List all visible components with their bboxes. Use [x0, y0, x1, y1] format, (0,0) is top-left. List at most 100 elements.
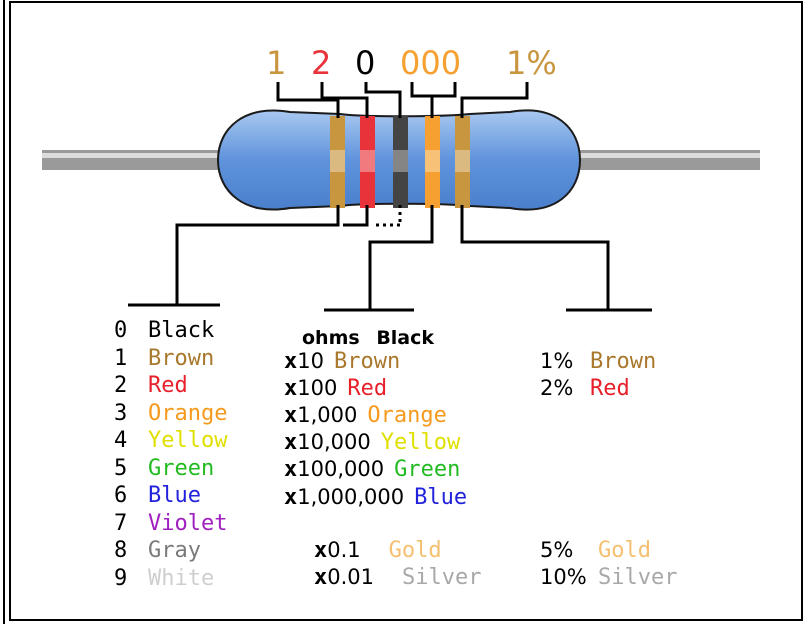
digit-color-name: Blue — [148, 483, 201, 508]
digit-color-name: White — [148, 565, 215, 591]
multiplier-value: 0.1 — [327, 538, 361, 562]
multiplier-color-name: Silver — [402, 565, 482, 590]
digit-number: 5 — [114, 455, 128, 481]
code-multiplier: 000 — [400, 46, 461, 80]
color-band-highlight — [425, 150, 440, 172]
tolerance-color-name: Brown — [590, 349, 657, 374]
digit-color-name: Gray — [148, 538, 201, 563]
digit-number: 7 — [114, 510, 128, 536]
tolerance-row: 10%Silver — [540, 564, 677, 591]
code-digit-3: 0 — [355, 46, 375, 80]
digit-number: 9 — [114, 565, 128, 591]
code-text: 000 — [400, 44, 462, 82]
digit-number: 2 — [114, 373, 128, 398]
code-text: 2 — [311, 44, 332, 82]
multiplier-row: x0.01 Silver — [314, 564, 482, 591]
digit-number: 6 — [114, 483, 128, 508]
digit-color-name: Violet — [148, 510, 228, 536]
times-symbol: x — [284, 376, 298, 401]
digit-color-name: Brown — [148, 345, 215, 371]
color-band-highlight — [330, 150, 345, 172]
digit-row: 6 Blue — [114, 483, 201, 509]
times-symbol: x — [284, 349, 298, 374]
digit-color-name: Green — [148, 455, 215, 481]
multiplier-color-name: Red — [347, 376, 388, 401]
digit-color-name: Yellow — [148, 428, 228, 453]
color-bands — [330, 116, 470, 208]
digit-number: 0 — [114, 318, 128, 343]
tolerance-color-name: Red — [590, 376, 630, 401]
code-text: 1 — [266, 44, 287, 82]
digit-color-name: Orange — [148, 400, 228, 426]
digit-row: 5 Green — [114, 456, 214, 482]
tolerance-value: 2% — [540, 376, 574, 400]
digit-row: 7 Violet — [114, 511, 227, 537]
code-text: 0 — [355, 44, 376, 82]
times-symbol: x — [284, 430, 298, 455]
color-band-3 — [393, 116, 408, 208]
multiplier-color-name: Orange — [367, 403, 447, 428]
code-text: 1% — [506, 44, 557, 82]
times-symbol: x — [284, 403, 298, 428]
dotted-connector — [376, 205, 402, 227]
tolerance-value: 1% — [540, 349, 574, 373]
multiplier-value: 10,000 — [297, 430, 371, 454]
multiplier-value: 100 — [297, 376, 338, 400]
digit-row: 4 Yellow — [114, 428, 227, 454]
multiplier-row: x10,000 Yellow — [284, 429, 460, 456]
outer-frame — [9, 1, 803, 621]
multiplier-row: x10 Brown — [284, 348, 400, 375]
multiplier-color-name: Green — [394, 457, 461, 482]
multiplier-color-name: Gold — [388, 538, 442, 563]
ohms-label: ohms — [302, 327, 360, 349]
color-band-highlight — [393, 150, 408, 172]
multiplier-value: 100,000 — [297, 457, 385, 481]
black-label: Black — [376, 327, 435, 349]
digit-color-name: Black — [148, 318, 215, 343]
digit-row: 2 Red — [114, 373, 188, 399]
digit-color-name: Red — [148, 373, 188, 398]
times-symbol: x — [284, 457, 298, 482]
tolerance-color-name: Silver — [598, 565, 678, 590]
digit-row: 8 Gray — [114, 538, 201, 564]
multiplier-row: x100,000 Green — [284, 456, 460, 483]
multiplier-color-name: Blue — [414, 485, 468, 510]
code-connector-lines — [276, 82, 529, 118]
digit-number: 8 — [114, 538, 128, 563]
color-band-highlight — [455, 150, 470, 172]
times-symbol: x — [314, 538, 328, 563]
digit-number: 4 — [114, 428, 128, 453]
multiplier-value: 10 — [297, 349, 324, 373]
multiplier-color-name: Brown — [333, 349, 401, 374]
color-band-highlight — [360, 150, 375, 172]
color-band-1 — [330, 116, 345, 208]
tolerance-row: 5% Gold — [540, 537, 651, 564]
digit-row: 9 White — [114, 566, 214, 592]
times-symbol: x — [314, 565, 328, 590]
code-digit-2: 2 — [311, 46, 331, 80]
resistor-leads — [42, 150, 760, 170]
tolerance-row: 1% Brown — [540, 348, 656, 375]
multiplier-color-name: Yellow — [380, 430, 461, 455]
multiplier-row: x100 Red — [284, 375, 387, 402]
table-connector-lines — [128, 205, 652, 312]
multiplier-header: ohms Black — [302, 325, 434, 351]
tolerance-row: 2% Red — [540, 375, 630, 402]
digit-number: 3 — [114, 400, 128, 426]
digit-row: 0 Black — [114, 318, 214, 344]
digit-row: 3 Orange — [114, 401, 227, 427]
color-band-2 — [360, 116, 375, 208]
multiplier-value: 0.01 — [327, 565, 375, 589]
multiplier-row: x1,000 Orange — [284, 402, 447, 429]
times-symbol: x — [284, 485, 298, 510]
code-tolerance: 1% — [506, 46, 557, 80]
multiplier-row: x0.1 Gold — [314, 537, 442, 564]
multiplier-value: 1,000 — [297, 403, 358, 427]
code-digit-1: 1 — [266, 46, 286, 80]
color-band-4 — [425, 116, 440, 208]
tolerance-value: 5% — [540, 538, 574, 562]
tolerance-color-name: Gold — [598, 538, 651, 563]
